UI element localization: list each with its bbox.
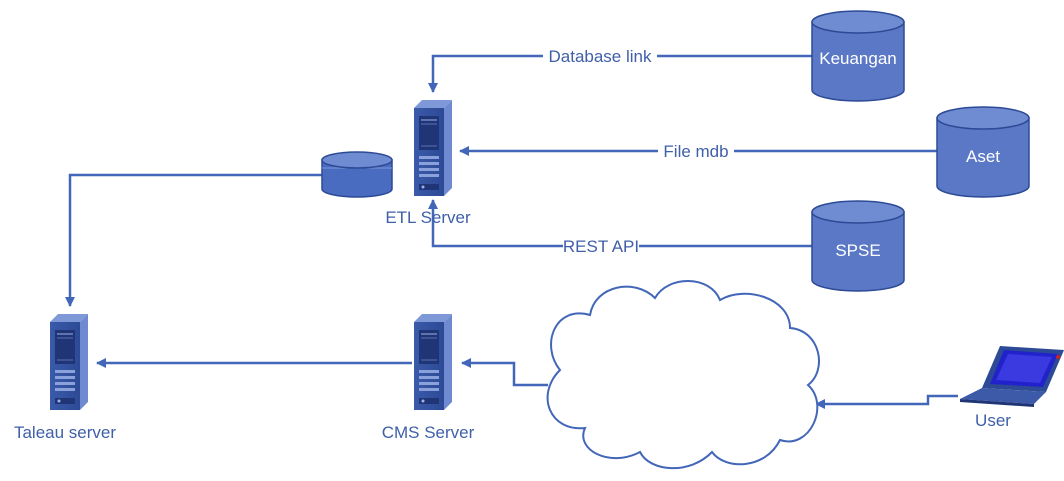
database-link-label: Database link [548,47,652,66]
rest-api-label: REST API [563,237,639,256]
cloud-icon [546,280,820,470]
aset-label: Aset [966,147,1000,166]
connectors [65,54,958,409]
aset-database-icon: Aset [936,106,1030,198]
etl-server-icon [413,99,453,197]
user-label: User [975,411,1011,430]
etl-server-label: ETL Server [385,208,471,227]
keuangan-label: Keuangan [819,49,897,68]
local-database-icon [321,151,393,198]
edge-labels: Database link File mdb REST API [543,44,734,258]
user-to-cloud-connector [815,394,958,409]
rest-api-connector [428,199,812,248]
cms-server-icon [413,313,453,411]
taleau-server-label: Taleau server [14,423,116,442]
database-link-connector [428,54,812,93]
keuangan-database-icon: Keuangan [811,10,905,102]
laptop-icon [960,346,1064,407]
local-db-to-taleau-connector [65,173,322,307]
cloud-to-cms-connector [461,358,548,387]
cms-server-label: CMS Server [382,423,475,442]
spse-label: SPSE [835,241,880,260]
spse-database-icon: SPSE [811,200,905,292]
file-mdb-label: File mdb [663,142,728,161]
taleau-server-icon [49,313,89,411]
